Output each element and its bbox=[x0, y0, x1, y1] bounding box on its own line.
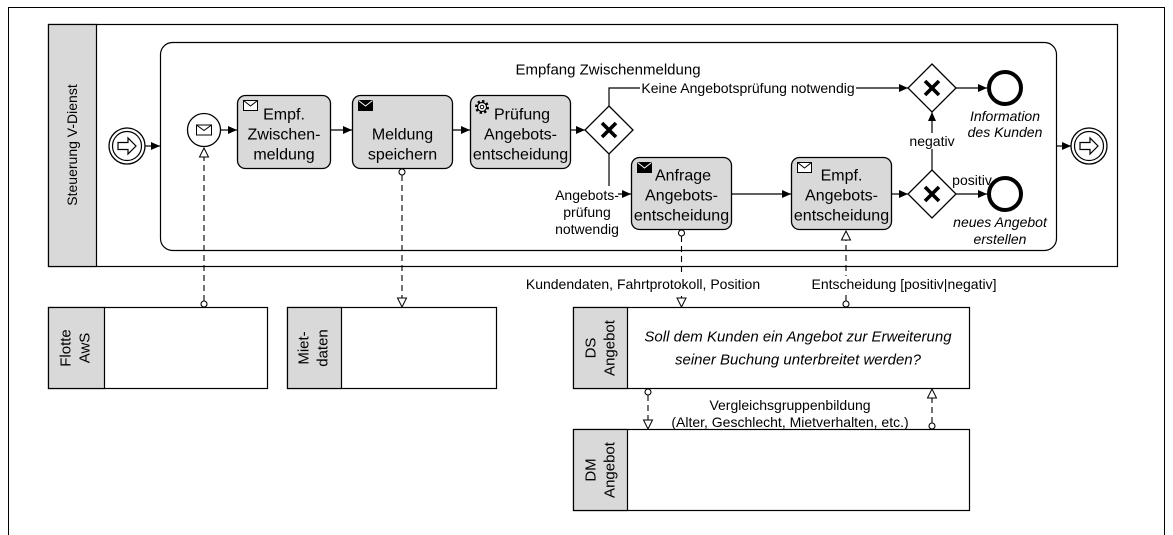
end-event-circle bbox=[987, 70, 1023, 106]
task-label-line: Angebots- bbox=[645, 188, 718, 205]
association-anchor bbox=[398, 168, 406, 176]
pool-mietdaten: Miet- daten bbox=[286, 306, 498, 390]
association-label-comparison: (Alter, Geschlecht, Mietverhalten, etc.) bbox=[671, 414, 908, 430]
message-start-event bbox=[186, 112, 222, 148]
task-pruefung-angebotsentscheidung: Prüfung Angebots- entscheidung bbox=[469, 94, 572, 170]
end-event-new-offer: neues Angebot erstellen bbox=[953, 176, 1048, 247]
exclusive-x-icon bbox=[600, 121, 618, 139]
flow-label-check-needed: Angebots- bbox=[555, 187, 619, 203]
event-inner-ring bbox=[111, 130, 143, 162]
task-body bbox=[790, 156, 893, 231]
flow-label-no-check: Keine Angebotsprüfung notwendig bbox=[641, 80, 854, 96]
task-label-line: Meldung bbox=[372, 127, 433, 144]
flow-label-check-needed: prüfung bbox=[563, 204, 610, 220]
task-body bbox=[236, 94, 332, 170]
end-event-label: des Kunden bbox=[968, 124, 1043, 140]
pool-label: Miet- bbox=[296, 331, 313, 364]
task-label-line: entscheidung bbox=[634, 208, 729, 225]
pool-label-area bbox=[47, 306, 106, 390]
association-anchor bbox=[842, 300, 850, 308]
exclusive-gateway bbox=[907, 169, 957, 219]
pool-ds-angebot: DS Angebot Soll dem Kunden ein Angebot z… bbox=[572, 306, 971, 390]
task-label-line: Empf. bbox=[821, 168, 863, 185]
task-label-line: entscheidung bbox=[473, 147, 568, 164]
task-empf-angebotsentscheidung: Empf. Angebots- entscheidung bbox=[790, 156, 893, 231]
label-background bbox=[809, 276, 999, 293]
association-anchor bbox=[677, 229, 686, 237]
label-background bbox=[907, 133, 957, 149]
envelope-filled-icon bbox=[637, 162, 652, 173]
pool-label: Flotte bbox=[58, 329, 75, 367]
pool-label-area bbox=[572, 306, 629, 390]
exclusive-gateway bbox=[907, 63, 957, 113]
gear-icon bbox=[475, 100, 489, 114]
pool-label: Steuerung V-Dienst bbox=[64, 84, 80, 206]
task-label-line: meldung bbox=[253, 147, 314, 164]
link-arrow-icon bbox=[117, 136, 137, 156]
pool-label-area bbox=[286, 306, 343, 390]
pool-label: daten bbox=[315, 329, 332, 367]
link-end-event bbox=[1070, 127, 1108, 165]
task-label-line: Angebots- bbox=[484, 127, 557, 144]
envelope-filled-icon bbox=[358, 100, 373, 111]
end-event-label: erstellen bbox=[974, 231, 1027, 247]
pool-body bbox=[572, 428, 971, 512]
association-label-decision: Entscheidung [positiv|negativ] bbox=[812, 276, 997, 292]
pool-label-area bbox=[47, 23, 98, 268]
exclusive-x-icon bbox=[923, 79, 941, 97]
flow-label-positive: positiv bbox=[952, 172, 992, 188]
end-event-label: neues Angebot bbox=[953, 214, 1048, 230]
association-anchor bbox=[928, 422, 936, 430]
label-background bbox=[554, 186, 618, 203]
flow-label-check-needed: notwendig bbox=[555, 221, 619, 237]
task-label-line: Empf. bbox=[263, 107, 305, 124]
pool-label-area bbox=[572, 428, 629, 512]
event-inner-ring bbox=[1073, 130, 1105, 162]
pool-question-text: seiner Buchung unterbreitet werden? bbox=[675, 352, 922, 369]
link-arrow-icon bbox=[1079, 136, 1099, 156]
task-label-line: Angebots- bbox=[805, 188, 878, 205]
task-meldung-speichern: Meldung speichern bbox=[351, 94, 454, 170]
association-label-request: Kundendaten, Fahrtprotokoll, Position bbox=[526, 276, 760, 292]
task-empf-zwischenmeldung: Empf. Zwischen- meldung bbox=[236, 94, 332, 170]
task-body bbox=[469, 94, 572, 170]
label-background bbox=[526, 276, 760, 293]
pool-body bbox=[572, 306, 971, 390]
end-event-information: Information des Kunden bbox=[968, 70, 1043, 140]
task-label-line: Prüfung bbox=[494, 107, 550, 124]
end-event-label: Information bbox=[970, 108, 1040, 124]
association-anchor bbox=[644, 388, 652, 396]
end-event-circle bbox=[987, 176, 1023, 212]
pool-label: DS bbox=[583, 338, 600, 359]
pool-label: Angebot bbox=[602, 441, 619, 498]
envelope-outline-icon bbox=[797, 162, 812, 173]
label-background bbox=[640, 80, 856, 96]
exclusive-x-icon bbox=[923, 185, 941, 203]
envelope-outline-icon bbox=[196, 124, 212, 136]
pool-label: Angebot bbox=[602, 319, 619, 376]
link-start-event bbox=[108, 127, 146, 165]
pool-question-text: Soll dem Kunden ein Angebot zur Erweiter… bbox=[644, 329, 952, 346]
pool-flotte-aws: Flotte AwS bbox=[47, 306, 269, 390]
pool-label: DM bbox=[583, 458, 600, 481]
subprocess-label: Empfang Zwischenmeldung bbox=[515, 62, 700, 79]
task-anfrage-angebotsentscheidung: Anfrage Angebots- entscheidung bbox=[630, 156, 733, 231]
pool-dm-angebot: DM Angebot bbox=[572, 428, 971, 512]
task-label-line: Anfrage bbox=[655, 168, 711, 185]
association-label-comparison: Vergleichsgruppenbildung bbox=[709, 397, 870, 413]
task-label-line: speichern bbox=[368, 147, 437, 164]
pool-label: AwS bbox=[77, 333, 94, 364]
envelope-outline-icon bbox=[243, 100, 258, 111]
task-label-line: Zwischen- bbox=[248, 127, 321, 144]
task-label-line: entscheidung bbox=[794, 208, 889, 225]
association-anchor bbox=[200, 300, 208, 308]
figure-frame bbox=[8, 7, 1165, 535]
flow-label-negative: negativ bbox=[909, 133, 954, 149]
